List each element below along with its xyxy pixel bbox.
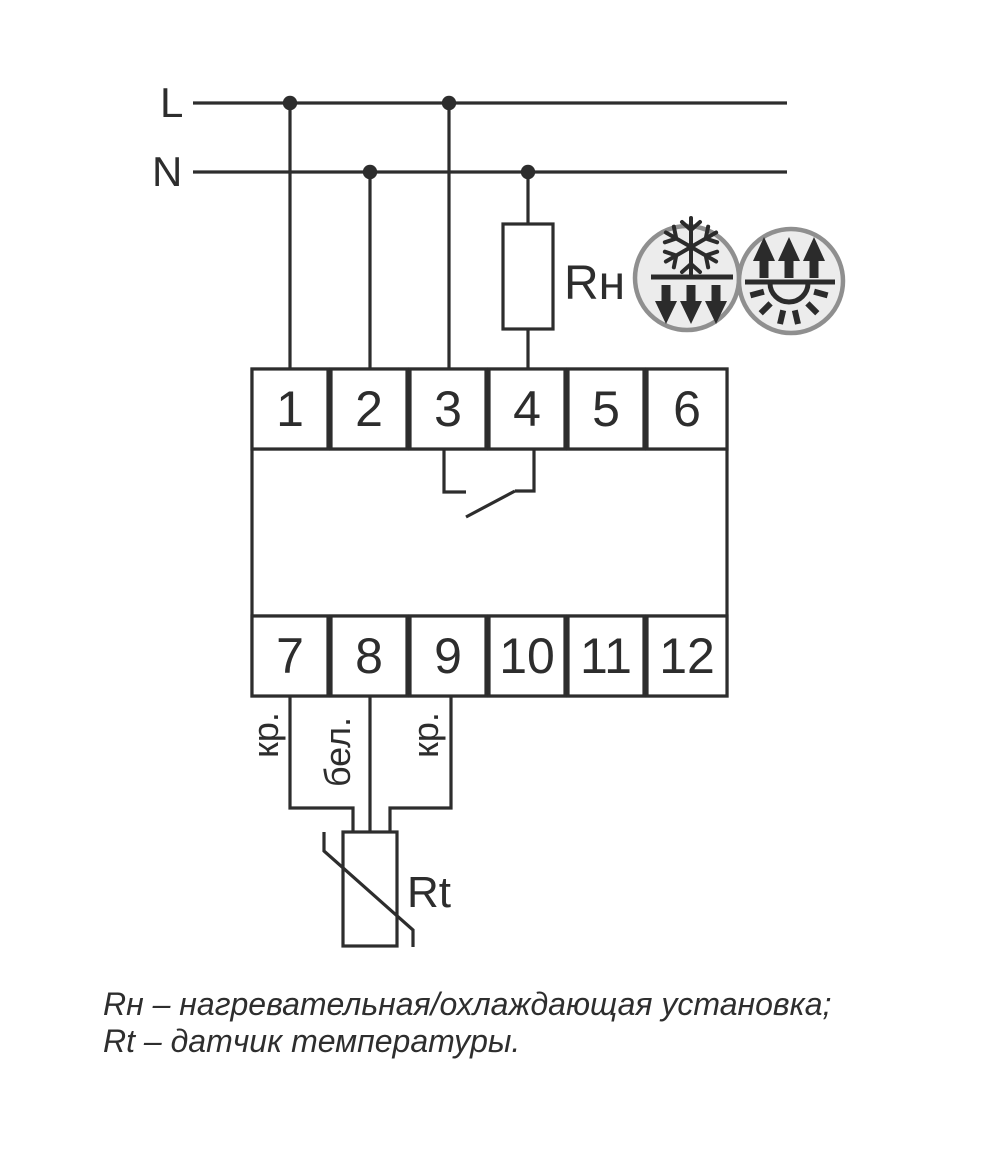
sun-heating-icon <box>736 226 846 336</box>
wire-terminal-9-red <box>388 696 453 833</box>
terminal-cell-2: 2 <box>329 367 409 451</box>
wire-terminal-7-red <box>288 696 355 833</box>
temperature-sensor: Rt <box>322 830 451 948</box>
terminal-row-top: 1 2 3 4 5 6 <box>250 367 729 451</box>
terminal-cell-5: 5 <box>566 367 646 451</box>
legend-line-2: Rt – датчик температуры. <box>103 1023 520 1059</box>
sun-rays <box>749 288 829 325</box>
load-label: Rн <box>564 257 625 310</box>
junction-dot <box>362 164 378 180</box>
sun-dome <box>767 282 811 305</box>
terminal-number: 6 <box>673 381 701 437</box>
terminal-row-bottom: 7 8 9 10 11 12 <box>250 614 729 698</box>
terminal-number: 9 <box>434 628 462 684</box>
terminal-cell-11: 11 <box>566 614 646 698</box>
junction-dots <box>282 95 536 180</box>
terminal-cell-10: 10 <box>487 614 567 698</box>
up-arrows <box>753 237 825 278</box>
terminal-cell-6: 6 <box>645 367 729 451</box>
thermistor-body <box>341 830 399 948</box>
snowflake-cooling-icon <box>632 216 742 333</box>
wire-color-label-red-1: кр. <box>245 712 286 758</box>
terminal-cell-8: 8 <box>329 614 409 698</box>
terminal-cell-7: 7 <box>250 614 330 698</box>
wire-color-label-red-2: кр. <box>405 712 446 758</box>
supply-drop-wires <box>288 103 530 369</box>
terminal-number: 2 <box>355 381 383 437</box>
terminal-number: 11 <box>580 628 632 684</box>
terminal-number: 3 <box>434 381 462 437</box>
terminal-number: 4 <box>513 381 541 437</box>
resistor-symbol <box>501 222 555 331</box>
load-resistor: Rн <box>501 222 625 331</box>
thermistor-diagonal-mark <box>322 832 415 947</box>
junction-dot <box>282 95 298 111</box>
wire-color-label-white: бел. <box>317 717 358 787</box>
down-arrows <box>655 285 727 324</box>
terminal-number: 10 <box>499 628 555 684</box>
live-bus-label: L <box>160 79 183 126</box>
terminal-number: 12 <box>659 628 715 684</box>
terminal-number: 5 <box>592 381 620 437</box>
terminal-cell-3: 3 <box>408 367 488 451</box>
legend: Rн – нагревательная/охлаждающая установк… <box>103 986 831 1059</box>
terminal-cell-4: 4 <box>487 367 567 451</box>
terminal-cell-12: 12 <box>645 614 729 698</box>
terminal-number: 1 <box>276 381 304 437</box>
terminal-number: 8 <box>355 628 383 684</box>
power-bus-lines: L N <box>152 79 787 195</box>
neutral-bus-label: N <box>152 148 182 195</box>
junction-dot <box>520 164 536 180</box>
terminal-cell-1: 1 <box>250 367 330 451</box>
sensor-label: Rt <box>407 868 451 917</box>
junction-dot <box>441 95 457 111</box>
terminal-number: 7 <box>276 628 304 684</box>
legend-line-1: Rн – нагревательная/охлаждающая установк… <box>103 986 831 1022</box>
sensor-wires: кр. бел. кр. <box>245 696 453 833</box>
relay-contact-symbol <box>442 450 536 519</box>
contact-blade <box>465 489 516 519</box>
relay-device-body: 1 2 3 4 5 6 7 8 9 10 11 12 <box>250 367 729 698</box>
terminal-cell-9: 9 <box>408 614 488 698</box>
